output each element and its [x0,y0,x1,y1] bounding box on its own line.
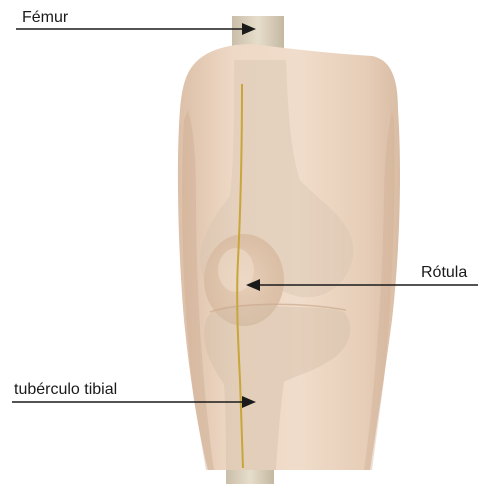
femur-label: Fémur [22,9,68,27]
tuberculo-tibial-label: tubérculo tibial [14,381,117,399]
rotula-label: Rótula [421,264,467,282]
